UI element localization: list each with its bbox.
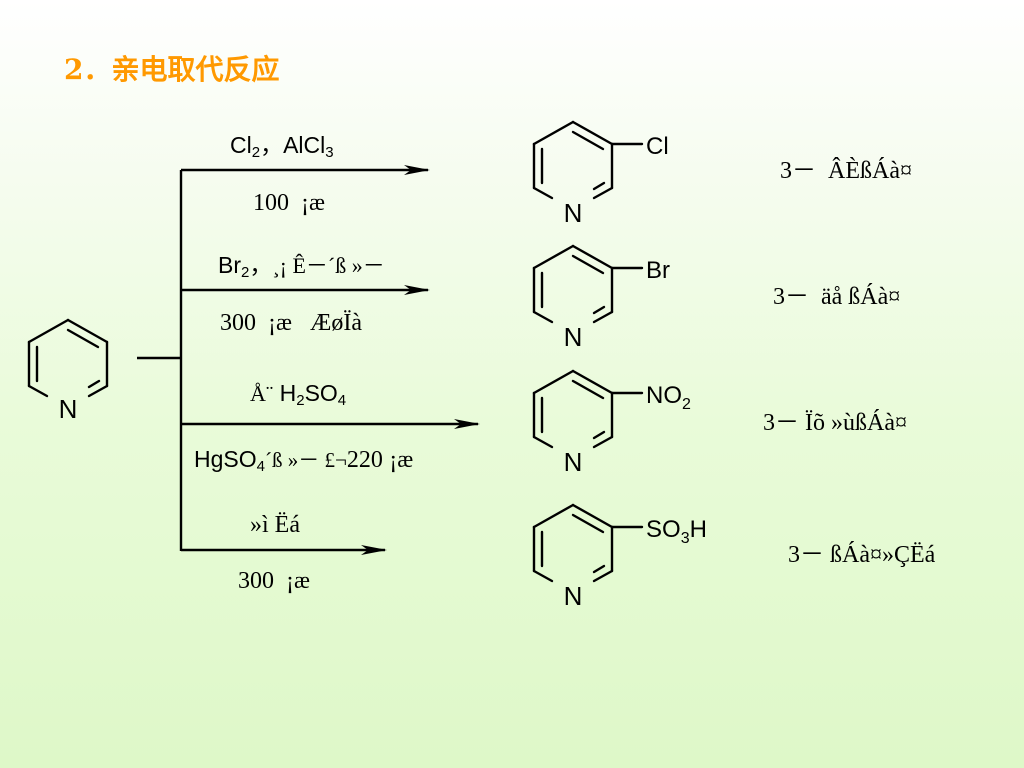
reaction-4-condition: 300 ¡æ — [238, 568, 310, 594]
product-1-nitrogen-label: N — [564, 198, 583, 228]
reaction-2-result: 3－ äå ßÁà¤ — [773, 284, 901, 310]
slide-title: 2．亲电取代反应 — [64, 53, 280, 86]
reaction-2-reagent: Br2，¸¡ Ê－´ß »－ — [218, 252, 385, 281]
reaction-4-reagent: »ì Ëá — [250, 512, 300, 538]
product-1-substituent: Cl — [646, 133, 669, 160]
product-nitropyridine-structure — [532, 369, 644, 449]
product-3-substituent: NO2 — [646, 382, 691, 413]
reaction-2-condition: 300 ¡æ ÆøÏà — [220, 310, 362, 336]
reaction-3-reagent: Å¨ H2SO4 — [250, 380, 347, 409]
reactant-nitrogen-label: N — [59, 394, 78, 424]
reactant-pyridine-structure — [27, 318, 109, 398]
product-3-nitrogen-label: N — [564, 447, 583, 477]
product-4-nitrogen-label: N — [564, 581, 583, 611]
reaction-3-result: 3－ Ïõ »ùßÁà¤ — [763, 410, 907, 436]
product-pyridinesulfonic-structure — [532, 503, 644, 583]
product-4-substituent: SO3H — [646, 516, 707, 547]
reaction-4-result: 3－ ßÁà¤»ÇËá — [788, 542, 936, 568]
product-2-nitrogen-label: N — [564, 322, 583, 352]
reaction-1-condition: 100 ¡æ — [253, 190, 325, 216]
product-bromopyridine-structure — [532, 244, 644, 324]
reaction-1-result: 3－ ÂÈßÁà¤ — [780, 158, 912, 184]
reaction-bracket — [137, 170, 183, 551]
product-2-substituent: Br — [646, 257, 670, 284]
reaction-1-reagent: Cl2，AlCl3 — [230, 132, 334, 161]
product-chloropyridine-structure — [532, 120, 644, 200]
reaction-3-condition: HgSO4´ß »－ £¬220 ¡æ — [194, 446, 414, 475]
reaction-arrows — [181, 165, 480, 555]
